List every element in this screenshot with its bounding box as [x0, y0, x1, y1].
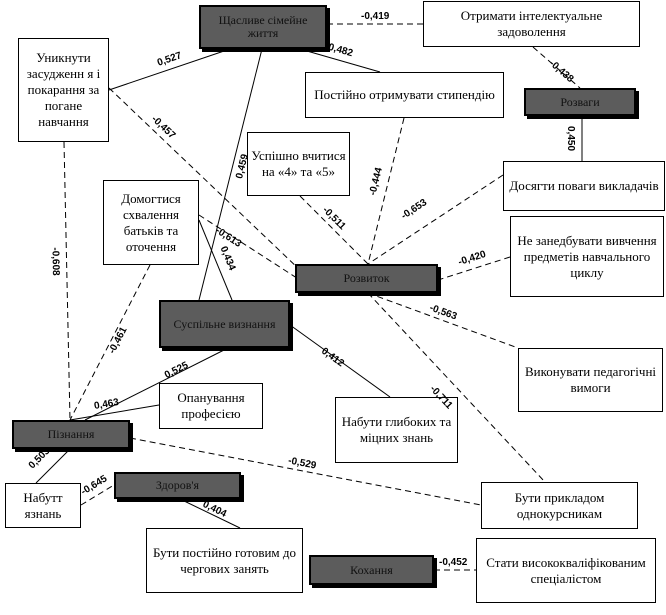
node-study-well: Успішно вчитися на «4» та «5» [247, 132, 350, 196]
node-gain-knowledge: Набутт язнань [5, 483, 81, 528]
node-intellectual-pleasure: Отримати інтелектуальне задоволення [423, 1, 640, 47]
node-entertainment: Розваги [524, 88, 636, 116]
node-qualified-specialist: Стати висококваліфікованим спеціалістом [476, 538, 656, 603]
edge-health-ready [179, 498, 241, 529]
node-avoid-blame: Уникнути засудженн я і покарання за пога… [18, 38, 109, 142]
edge-avoid_blame-development [108, 87, 301, 271]
node-not-neglect-study: Не занедбувати вивчення предметів навчал… [510, 216, 664, 297]
edge-scholarship-development [367, 117, 405, 265]
node-family-life: Щасливе сімейне життя [199, 5, 327, 49]
edge-development-pedagogic [367, 292, 519, 349]
edge-approval-development [198, 214, 301, 281]
edge-mastery-cognition [69, 404, 160, 421]
edge-label-family-intellectual: -0,419 [361, 10, 390, 22]
node-profession-mastery: Опанування професією [159, 383, 263, 429]
node-love: Кохання [309, 555, 434, 585]
edge-approval-social [198, 219, 233, 301]
node-development: Розвиток [295, 264, 438, 293]
node-be-example: Бути прикладом однокурсникам [481, 482, 638, 529]
node-always-ready: Бути постійно готовим до чергових занять [146, 528, 303, 593]
node-teacher-respect: Досягти поваги викладачів [503, 161, 665, 211]
node-scholarship: Постійно отримувати стипендію [305, 72, 504, 118]
edge-label-wealth-respect: 0,450 [564, 125, 576, 152]
node-health: Здоров'я [114, 472, 241, 499]
edge-approval-cognition [69, 264, 151, 421]
edge-gain_knowledge-health [80, 484, 115, 506]
edge-social-cognition [84, 347, 229, 421]
edge-family-scholarship [299, 48, 381, 73]
edge-respect-development [367, 174, 504, 265]
edge-cognition-gain_knowledge [35, 448, 71, 484]
edge-family-avoid_blame [108, 48, 231, 91]
node-parents-approval: Домогтися схвалення батьків та оточення [103, 180, 199, 265]
edge-study_well-development [299, 195, 369, 265]
edge-no_neglect-development [437, 256, 511, 281]
edge-intellectual-wealth [532, 46, 581, 89]
edge-label-love-qualified: -0,452 [439, 556, 468, 568]
node-pedagogic-requirements: Виконувати педагогічні вимоги [518, 348, 663, 412]
edge-development-example [367, 292, 546, 483]
edge-family-social [198, 48, 263, 301]
node-social-recognition: Суспільне визнання [159, 300, 290, 348]
edge-avoid_blame-cognition [63, 141, 71, 421]
edge-social-deep_knowledge [289, 324, 391, 398]
edge-label-avoid_blame-cognition: -0,608 [49, 246, 61, 276]
node-cognition: Пізнання [12, 420, 130, 449]
node-deep-knowledge: Набути глибоких та міцних знань [335, 397, 458, 463]
